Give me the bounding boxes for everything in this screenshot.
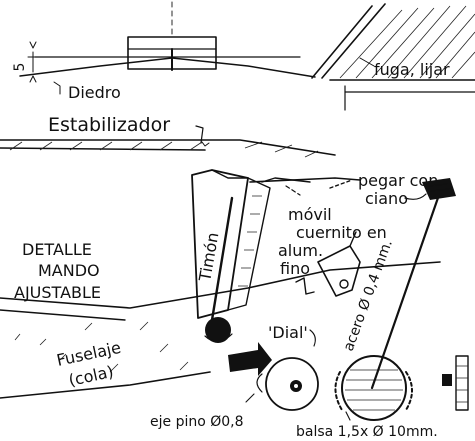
- rudder-side: [227, 177, 271, 311]
- balsa-leader: [345, 411, 351, 421]
- movable-label: móvil: [288, 205, 332, 224]
- rudder-pivot-disc: [205, 317, 231, 343]
- dihedral-leader: [53, 81, 61, 95]
- horn-label-1: cuernito en: [296, 223, 387, 242]
- rudder-outline: [191, 169, 249, 319]
- sweep-edge: [311, 3, 386, 79]
- bracket-hatching: [456, 365, 468, 403]
- small-dial-hole: [294, 384, 298, 388]
- horn-label-3: fino: [280, 259, 310, 278]
- rudder-pivot-wheel: [204, 317, 233, 343]
- glue-label-2: ciano: [365, 189, 408, 208]
- small-dial-arrow: [256, 373, 263, 393]
- movable-tab: móvil: [261, 177, 332, 224]
- aluminium-horn: cuernito en alum. fino: [278, 223, 387, 297]
- stabilizer-leading-edge: [0, 139, 336, 156]
- large-dial-hatching: [345, 369, 403, 411]
- small-dial-rim: [265, 357, 319, 411]
- dial-label: 'Dial': [268, 323, 308, 342]
- glue-dash: [329, 179, 353, 189]
- bracket-block: [442, 374, 452, 386]
- glue-tab: [422, 178, 456, 200]
- glue-leader: [404, 193, 427, 200]
- dihedral-dim-arrow-bottom: [29, 75, 37, 83]
- large-dial-rotation-left: [334, 371, 343, 411]
- rudder-pushrod: [210, 196, 234, 322]
- large-dial-rotation-right: [405, 371, 413, 411]
- sweep-hatching: [339, 5, 475, 79]
- detail-title: DETALLE MANDO AJUSTABLE: [14, 240, 101, 302]
- fuselage-top-inner: [0, 309, 126, 321]
- fuselage-texture: [14, 321, 189, 373]
- detail-label-1: DETALLE: [22, 240, 92, 259]
- sweep-leader: [359, 57, 375, 67]
- sweep-label: fuga, lijar: [374, 60, 450, 79]
- dihedral-dim-arrow-top: [29, 41, 37, 49]
- stabilizer: Estabilizador: [0, 114, 361, 183]
- stabilizer-hatching: [9, 141, 319, 158]
- horn-label-2: alum.: [278, 241, 323, 260]
- glue-tab-lines: [427, 183, 451, 192]
- horn-hole: [339, 279, 349, 289]
- fuselage-bottom-line: [0, 371, 211, 399]
- dihedral-dim-label: 5: [12, 63, 28, 72]
- movable-tab-outline: [261, 177, 311, 183]
- rudder: Timón: [191, 169, 271, 322]
- stabilizer-label: Estabilizador: [48, 114, 170, 136]
- black-arrow: [228, 342, 272, 376]
- fuselage-top-line: [0, 261, 441, 309]
- detail-label-3: AJUSTABLE: [14, 283, 101, 302]
- dihedral-label: Diedro: [68, 83, 121, 102]
- dial-leader: [309, 329, 316, 347]
- detail-label-2: MANDO: [38, 261, 100, 280]
- glue-tip: pegar con ciano: [329, 171, 456, 208]
- fuselage-label-1: Fuselaje: [55, 338, 123, 370]
- large-dial-rim: [341, 355, 407, 421]
- horn-wire: [295, 277, 315, 295]
- stabilizer-mid-line: [0, 147, 206, 151]
- small-dial: eje pino Ø0,8: [150, 357, 319, 430]
- stabilizer-leader: [195, 125, 204, 144]
- horn-tab: [349, 231, 357, 247]
- steel-label: acero Ø 0,4 mm.: [341, 238, 396, 354]
- movable-tab-leader: [285, 185, 301, 196]
- horn-plate: [317, 245, 361, 297]
- pin-leader: [245, 393, 255, 403]
- stabilizer-trailing-edge: [249, 177, 361, 183]
- sweep-sketch: fuga, lijar: [311, 3, 475, 111]
- steel-rod: [370, 190, 442, 390]
- rudder-pivot-shadow: [204, 333, 233, 343]
- balsa-label: balsa 1,5x Ø 10mm.: [296, 424, 438, 440]
- rudder-side-hatching: [238, 195, 262, 287]
- side-bracket: [442, 355, 469, 411]
- bracket-frame: [455, 355, 469, 411]
- stabilizer-leader-arrow: [201, 141, 210, 147]
- fuselage: Fuselaje (cola): [0, 261, 441, 399]
- glue-label-1: pegar con: [358, 171, 438, 190]
- dihedral-stab-line: [19, 57, 316, 78]
- rudder-top: [211, 169, 249, 179]
- pin-label: eje pino Ø0,8: [150, 414, 244, 430]
- dihedral-sketch: 5 Diedro: [12, 1, 316, 102]
